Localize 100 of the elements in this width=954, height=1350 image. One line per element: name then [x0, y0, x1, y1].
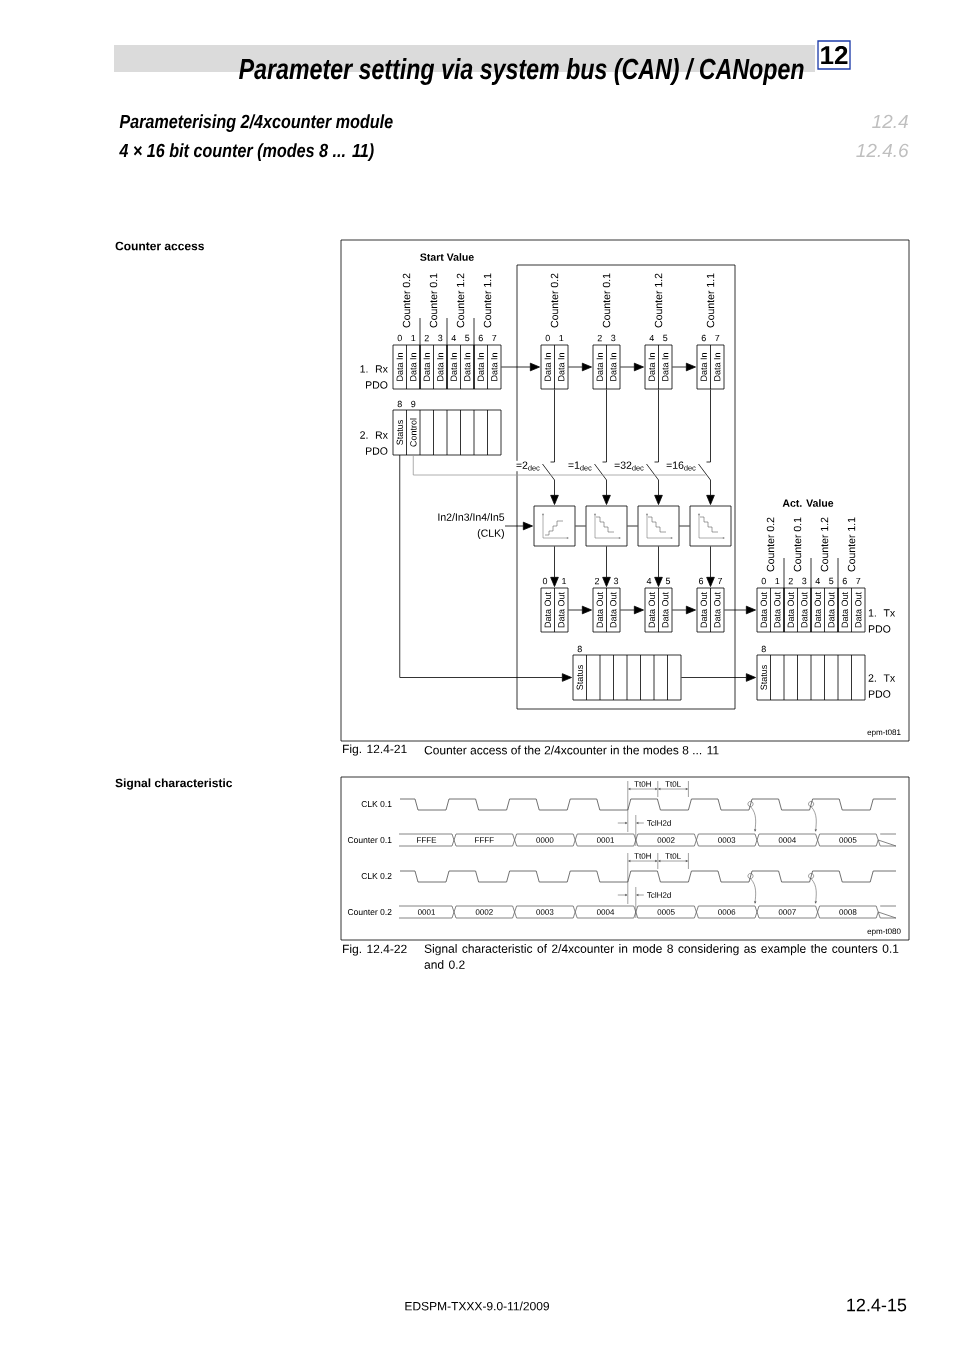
figure-number: Fig. 12.4-22 [343, 944, 407, 956]
node-label: Data Out [841, 592, 848, 628]
figure-id: epm-t081 [867, 729, 901, 737]
counter-heading: Counter 0.1 [793, 517, 802, 572]
edge-label: =2$_{dec}$ [515, 460, 542, 472]
dimension-label: Tt0H [634, 853, 651, 859]
section-number: 12.4.6 [856, 143, 909, 158]
node-label: Data Out [774, 592, 781, 628]
signal-name: Counter 0.2 [347, 909, 392, 915]
counter-heading: Counter 1.1 [706, 273, 715, 328]
byte-number: 9 [411, 400, 416, 408]
bus-value: 0002 [475, 909, 493, 915]
byte-number: 0 [761, 577, 766, 585]
byte-number: 6 [698, 577, 704, 585]
byte-number: 8 [761, 645, 766, 653]
figure-number: Fig. 12.4-21 [343, 744, 407, 756]
section-heading: Signal characteristic [115, 778, 233, 790]
section-heading: Counter access [115, 241, 204, 251]
bus-value: FFFF [475, 837, 494, 843]
pdo-label: 1. Rx PDO [360, 365, 388, 389]
edge-label: =16$_{dec}$ [665, 460, 698, 472]
byte-number: 8 [397, 400, 402, 408]
counter-heading: Counter 0.1 [429, 273, 438, 328]
bus-value: 0000 [536, 837, 554, 843]
byte-number: 4 [646, 577, 652, 585]
bus-value: 0003 [536, 909, 554, 915]
dimension-label: TclH2d [647, 892, 671, 898]
register: Data Out Data Out [592, 587, 621, 633]
register: Status Control [392, 409, 502, 456]
byte-number: 6 [701, 334, 706, 342]
bus-value: 0007 [778, 909, 796, 915]
node-label: Data Out [801, 592, 808, 628]
arrow [681, 673, 756, 682]
section-heading: Start Value [420, 253, 474, 261]
counter-heading: Counter 0.1 [602, 273, 611, 328]
register: Data In Data In [696, 344, 725, 390]
byte-number: 7 [856, 577, 861, 585]
arrow [602, 546, 611, 587]
arrow [672, 605, 696, 615]
arrow [504, 521, 533, 531]
arrow [550, 546, 559, 587]
byte-number: 8 [577, 645, 582, 653]
byte-number: 1 [411, 334, 416, 342]
byte-number: 3 [438, 334, 443, 342]
node-label: Data In [437, 353, 444, 381]
byte-number: 5 [663, 334, 668, 342]
byte-number: 6 [478, 334, 483, 342]
register: Data Out Data Out [540, 587, 569, 633]
arrow [620, 605, 644, 615]
signal-name: CLK 0.2 [361, 873, 392, 879]
bus-value: 0005 [657, 909, 675, 915]
register: Data In Data In [592, 344, 621, 390]
counter-heading: Counter 1.2 [654, 273, 663, 328]
counter-heading: Counter 1.1 [847, 517, 856, 572]
byte-number: 0 [542, 577, 548, 585]
subtitle: 4 × 16 bit counter (modes 8 ... 11) [119, 143, 374, 161]
byte-number: 5 [465, 334, 470, 342]
dimension-label: TclH2d [647, 820, 671, 826]
arrow [620, 362, 644, 372]
register: Data In Data In [540, 344, 569, 390]
byte-number: 1 [559, 334, 564, 342]
arrow [501, 362, 540, 372]
counter-heading: Counter 1.1 [483, 273, 492, 328]
page-number: 12.4-15 [847, 1298, 907, 1312]
dimension-label: Tt0L [665, 853, 681, 859]
arrow [399, 454, 572, 682]
dimension-label: Tt0L [665, 781, 681, 787]
node-label: Data In [410, 353, 417, 381]
byte-number: 2 [788, 577, 793, 585]
figure-id: epm-t080 [867, 928, 901, 936]
register: Data Out Data Out Data Out Data Out Data Out Data Out Data Out Data Out [756, 587, 866, 633]
counter-heading: Counter 1.2 [456, 273, 465, 328]
byte-number: 2 [594, 577, 600, 585]
chapter-number: 12 [817, 40, 851, 70]
section-number: 12.4 [872, 114, 908, 128]
byte-number: 2 [597, 334, 602, 342]
node-label: Data In [477, 353, 484, 381]
node-label: Data In [423, 353, 430, 381]
bus-value: 0004 [778, 837, 796, 843]
bus-value: 0004 [596, 909, 615, 915]
bus-value: FFFE [417, 837, 437, 843]
bus-value: 0002 [657, 837, 675, 843]
byte-number: 7 [717, 577, 723, 585]
node-label: Data Out [814, 592, 821, 628]
bus-value: 0006 [718, 909, 736, 915]
byte-number: 5 [665, 577, 671, 585]
counter-heading: Counter 0.2 [550, 273, 559, 328]
arrow [594, 389, 611, 505]
counter-heading: Counter 0.2 [766, 517, 775, 572]
node-label: Data Out [787, 592, 794, 628]
arrow [542, 389, 559, 505]
node-label: Data Out [855, 592, 862, 628]
bus-value: 0001 [596, 837, 614, 843]
byte-number: 2 [424, 334, 429, 342]
document-code: EDSPM-TXXX-9.0-11/2009 [405, 1301, 549, 1311]
pdo-label: 2. Tx PDO [868, 674, 896, 698]
arrow [672, 362, 696, 372]
byte-number: 3 [613, 577, 619, 585]
figure-caption: Signal characteristic of 2/4xcounter in mode 8 considering as example the counters 0.1 and 0.2 [424, 944, 899, 969]
byte-number: 6 [842, 577, 847, 585]
